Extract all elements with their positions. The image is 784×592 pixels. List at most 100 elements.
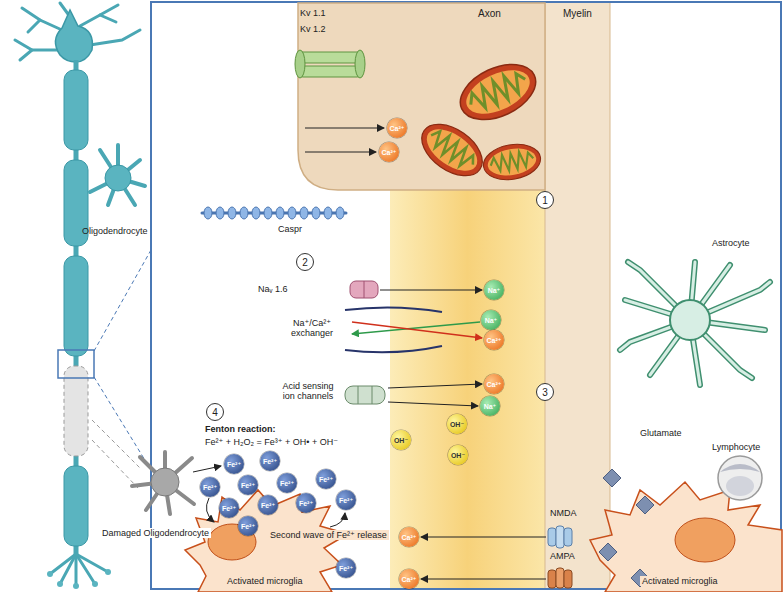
ion-symbol: Fe²⁺ xyxy=(241,482,255,489)
label: Activated microglia xyxy=(225,576,305,586)
ion-symbol: Ca²⁺ xyxy=(382,149,397,156)
neuron xyxy=(57,581,63,587)
neuron xyxy=(64,256,88,356)
exchanger xyxy=(345,346,442,352)
acid-sensing-channel xyxy=(388,384,482,388)
ion-symbol: Fe²⁺ xyxy=(319,476,333,483)
ion-circle: OH⁻ xyxy=(447,414,467,434)
ampa-receptor xyxy=(421,579,546,580)
caspr-rod xyxy=(204,207,344,219)
label: Caspr xyxy=(278,224,302,234)
caspr-rod xyxy=(312,207,320,219)
caspr-rod xyxy=(276,207,284,219)
ion-circle: Ca²⁺ xyxy=(379,142,399,162)
ampa-receptor xyxy=(421,568,572,588)
neuron xyxy=(22,8,62,30)
acid-sensing-channel xyxy=(388,402,478,406)
neuron xyxy=(64,466,88,546)
label: AMPA xyxy=(550,551,575,561)
microglia xyxy=(675,518,735,562)
label: Second wave of Fe²⁺ release xyxy=(268,530,389,540)
damaged-oligodendrocyte xyxy=(151,468,179,496)
ion-symbol: OH⁻ xyxy=(394,437,408,444)
astrocyte xyxy=(620,262,770,385)
label: Acid sensing ion channels xyxy=(276,381,340,402)
callout-number: 4 xyxy=(206,403,224,421)
mitochondrion xyxy=(481,140,544,184)
nmda-receptor xyxy=(564,528,572,546)
label: Fenton reaction: xyxy=(205,424,276,434)
glutamate-diamond xyxy=(603,469,621,487)
acid-sensing-channel xyxy=(345,386,385,404)
ion-circle: Fe²⁺ xyxy=(224,454,244,474)
ion-circle: Na⁺ xyxy=(484,280,504,300)
neuron xyxy=(100,15,116,22)
neuron xyxy=(15,3,140,589)
caspr-rod xyxy=(202,207,346,219)
ion-circle: OH⁻ xyxy=(448,445,468,465)
neuron xyxy=(47,571,53,577)
neuron xyxy=(20,50,32,60)
caspr-rod xyxy=(252,207,260,219)
label: Na⁺/Ca²⁺ exchanger xyxy=(282,318,342,339)
paranode xyxy=(298,3,545,190)
ion-symbol: Fe²⁺ xyxy=(261,502,275,509)
ampa-receptor xyxy=(556,568,564,588)
ion-circle: Fe²⁺ xyxy=(219,498,239,518)
zoom-marker xyxy=(58,350,94,378)
ion-symbol: Fe²⁺ xyxy=(299,500,313,507)
label: Axon xyxy=(478,8,501,20)
myelin-band xyxy=(610,3,611,588)
astrocyte xyxy=(670,300,710,340)
ion-circle: Ca²⁺ xyxy=(484,374,504,394)
neuron xyxy=(105,569,111,575)
ion-circle: Fe²⁺ xyxy=(296,493,316,513)
neuron xyxy=(73,583,79,589)
microglia xyxy=(590,482,782,592)
label: Naᵥ 1.6 xyxy=(258,284,287,294)
damaged-oligodendrocyte xyxy=(92,440,138,488)
ion-symbol: Ca²⁺ xyxy=(390,125,405,132)
label: Astrocyte xyxy=(712,238,750,248)
label: NMDA xyxy=(550,508,577,518)
neuron xyxy=(28,20,40,32)
ion-circle: Fe²⁺ xyxy=(238,516,258,536)
lymphocyte xyxy=(718,456,762,500)
label: Fe²⁺ + H₂O₂ = Fe³⁺ + OH• + OH⁻ xyxy=(205,437,338,447)
nav-channel xyxy=(380,290,482,291)
ion-symbol: Fe²⁺ xyxy=(241,523,255,530)
ion-symbol: Fe²⁺ xyxy=(222,505,236,512)
caspr-rod xyxy=(264,207,272,219)
oligodendrocyte xyxy=(90,145,145,205)
oligodendrocyte xyxy=(90,145,145,205)
kv-channel xyxy=(295,50,365,78)
myelin-band xyxy=(545,3,610,588)
acid-sensing-channel xyxy=(358,386,359,404)
glutamate-diamond xyxy=(599,469,654,587)
caspr-rod xyxy=(240,207,248,219)
ion-circle: Fe²⁺ xyxy=(316,469,336,489)
zoom-marker xyxy=(94,250,151,351)
label: Oligodendrocyte xyxy=(82,226,148,236)
label: Kv 1.2 xyxy=(300,24,326,34)
ion-circle: Ca²⁺ xyxy=(387,118,407,138)
acid-sensing-channel xyxy=(372,386,373,404)
ion-circle: OH⁻ xyxy=(391,430,411,450)
ion-circle: Ca²⁺ xyxy=(484,330,504,350)
kv-channel xyxy=(295,50,305,78)
damaged-oligodendrocyte xyxy=(132,452,194,514)
neuron xyxy=(60,554,76,584)
ion-symbol: Fe²⁺ xyxy=(339,565,353,572)
caspr-rod xyxy=(336,207,344,219)
caspr-rod xyxy=(216,207,224,219)
ion-symbol: Ca²⁺ xyxy=(402,534,417,541)
caspr-rod xyxy=(300,207,308,219)
ion-symbol: Fe²⁺ xyxy=(339,497,353,504)
microglia xyxy=(590,482,782,592)
microglia xyxy=(330,513,345,527)
caspr-rod xyxy=(204,207,212,219)
ion-symbol: Na⁺ xyxy=(484,403,497,410)
ion-circle: Fe²⁺ xyxy=(336,490,356,510)
ion-circle: Fe²⁺ xyxy=(238,475,258,495)
